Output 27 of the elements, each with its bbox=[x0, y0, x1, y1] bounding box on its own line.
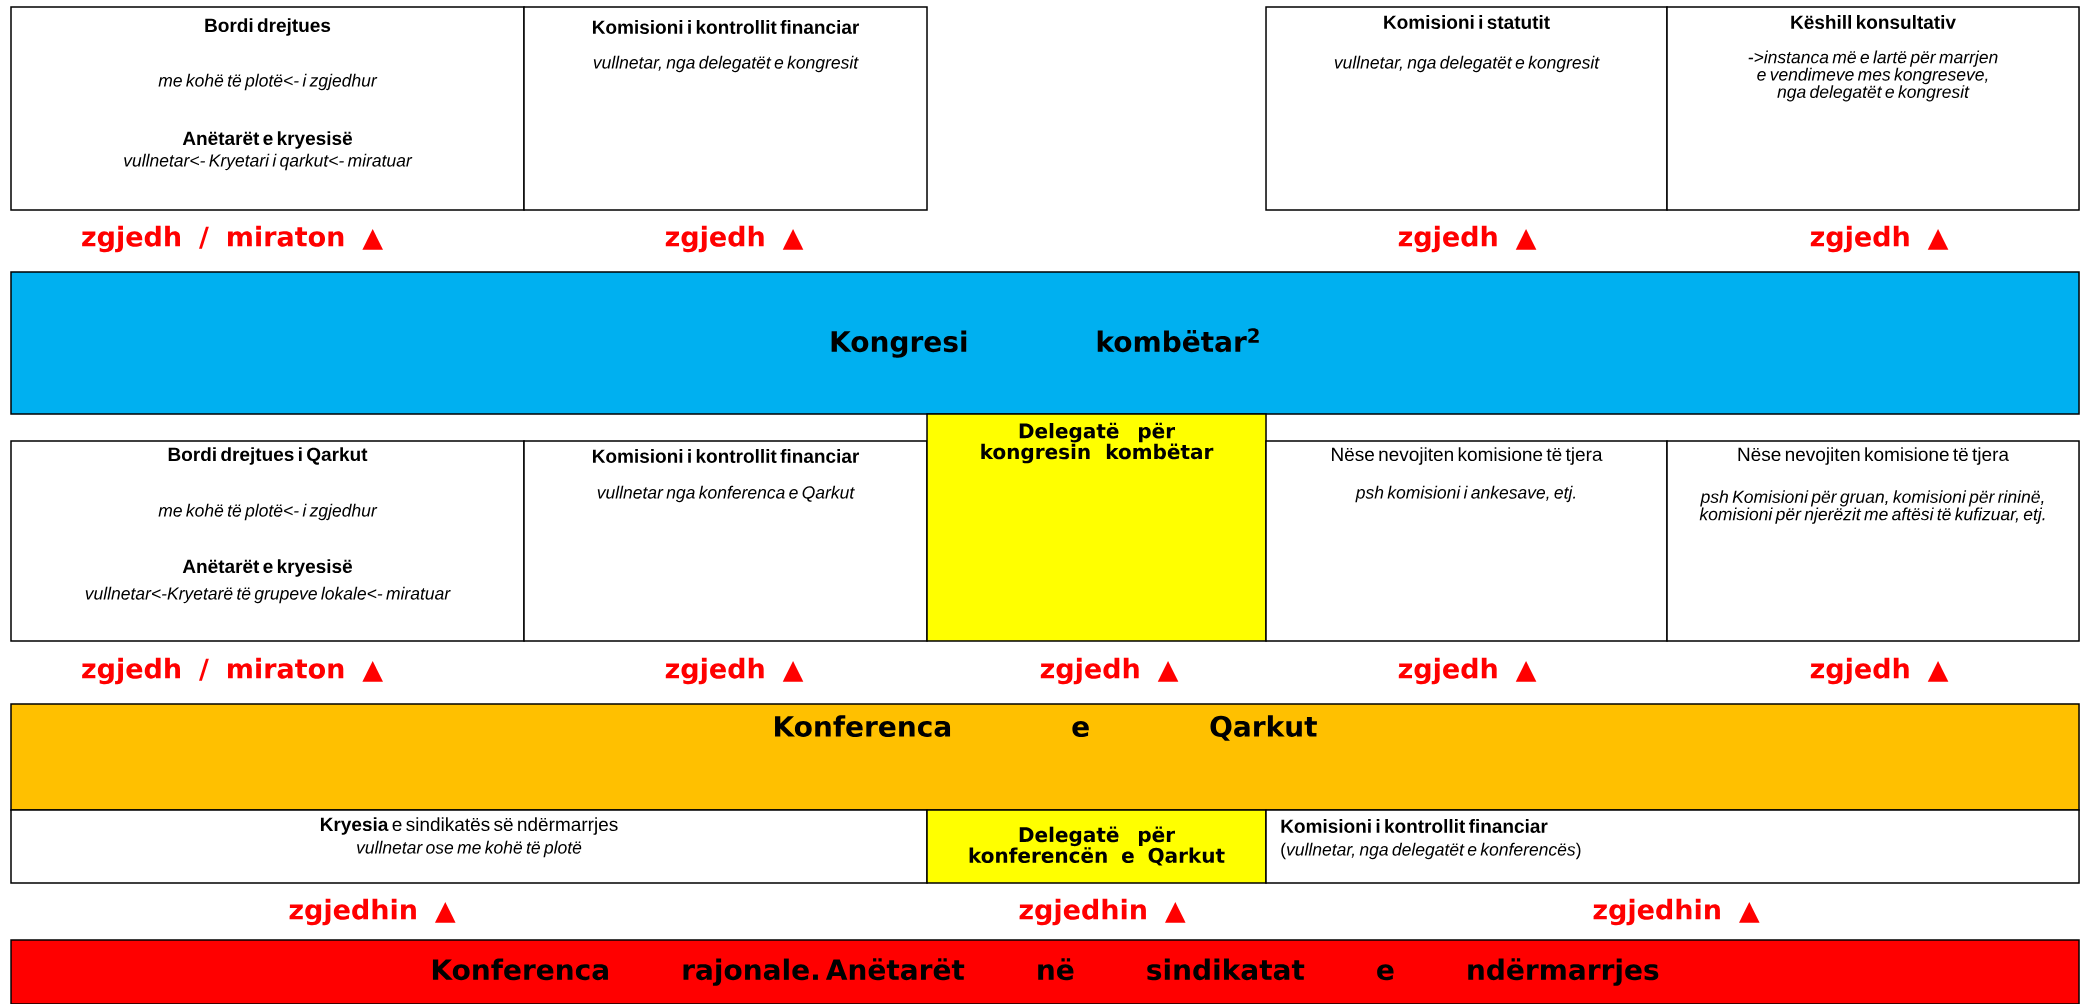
elects-label: zgjedh ▲ bbox=[665, 225, 804, 253]
elects-label: zgjedh ▲ bbox=[1810, 657, 1949, 685]
committee-box: Komisioni i kontrollit financiar vullnetar, nga delegatët e kongresit bbox=[523, 6, 928, 211]
elects-label: zgjedhin ▲ bbox=[1019, 898, 1186, 926]
committee-box: Bordi drejtues me kohë të plotë<- i zgjedhur Anëtarët e kryesisë vullnetar<- Kryetari i qarkut<- miratuar bbox=[10, 6, 525, 211]
conference-band: Konferenca e Qarkut bbox=[10, 703, 2080, 811]
elects-label: zgjedhin ▲ bbox=[1593, 898, 1760, 926]
delegate-box: Delegatë për kongresin kombëtar bbox=[926, 413, 1267, 642]
elects-label: zgjedh ▲ bbox=[1040, 657, 1179, 685]
elects-label: zgjedh ▲ bbox=[1398, 225, 1537, 253]
committee-box: Komisioni i statutit vullnetar, nga delegatët e kongresit bbox=[1265, 6, 1668, 211]
committee-box: Këshill konsultativ ->instanca më e lartë për marrjen e vendimeve mes kongreseve, nga delegatët e kongresit bbox=[1666, 6, 2080, 211]
committee-box: Nëse nevojiten komisione të tjera psh Komisioni për gruan, komisioni për rininë, komisioni për njerëzit me aftësi të kufizuar, etj. bbox=[1666, 440, 2080, 642]
committee-box: Komisioni i kontrollit financiar vullnetar nga konferenca e Qarkut bbox=[523, 440, 928, 642]
elects-label: zgjedh / miraton ▲ bbox=[82, 225, 383, 253]
regional-band: Konferenca rajonale. Anëtarët në sindikatat e ndërmarrjes bbox=[10, 939, 2080, 1004]
elects-label: zgjedh ▲ bbox=[665, 657, 804, 685]
committee-box: Nëse nevojiten komisione të tjera psh komisioni i ankesave, etj. bbox=[1265, 440, 1668, 642]
delegate-box: Delegatë për konferencën e Qarkut bbox=[926, 809, 1267, 884]
leadership-box: Kryesia e sindikatës së ndërmarrjes vullnetar ose me kohë të plotë bbox=[10, 809, 928, 884]
committee-box: Komisioni i kontrollit financiar (vullnetar, nga delegatët e konferencës) bbox=[1265, 809, 2080, 884]
committee-box: Bordi drejtues i Qarkut me kohë të plotë<- i zgjedhur Anëtarët e kryesisë vullnetar<-Kryetarë të grupeve lokale<- miratuar bbox=[10, 440, 525, 642]
elects-label: zgjedh / miraton ▲ bbox=[82, 657, 383, 685]
congress-band: Kongresi kombëtar$^{2}$ bbox=[10, 271, 2080, 415]
elects-label: zgjedh ▲ bbox=[1810, 225, 1949, 253]
elects-label: zgjedh ▲ bbox=[1398, 657, 1537, 685]
elects-label: zgjedhin ▲ bbox=[289, 898, 456, 926]
